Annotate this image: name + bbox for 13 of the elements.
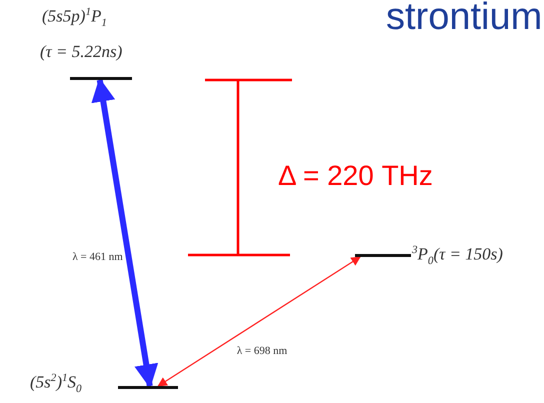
energy-level-line bbox=[355, 254, 411, 257]
level-label: (5s5p)$^{1}$P$_{1}$ bbox=[42, 6, 107, 30]
edge-label: λ = 698 nm bbox=[236, 344, 288, 357]
level-label: $^{3}$P$_{0}$(τ = 150s) bbox=[412, 244, 503, 268]
energy-level-line bbox=[118, 386, 178, 389]
title: strontium bbox=[386, 0, 542, 39]
level-label: (5s$^{2}$)$^{1}$S$_{0}$ bbox=[30, 372, 82, 396]
gap-label: Δ = 220 THz bbox=[278, 160, 433, 192]
edge-label: λ = 461 nm bbox=[72, 251, 123, 264]
energy-level-line bbox=[70, 77, 132, 80]
arrow bbox=[91, 78, 158, 388]
arrow bbox=[157, 256, 361, 387]
level-label: (τ = 5.22ns) bbox=[40, 42, 122, 62]
